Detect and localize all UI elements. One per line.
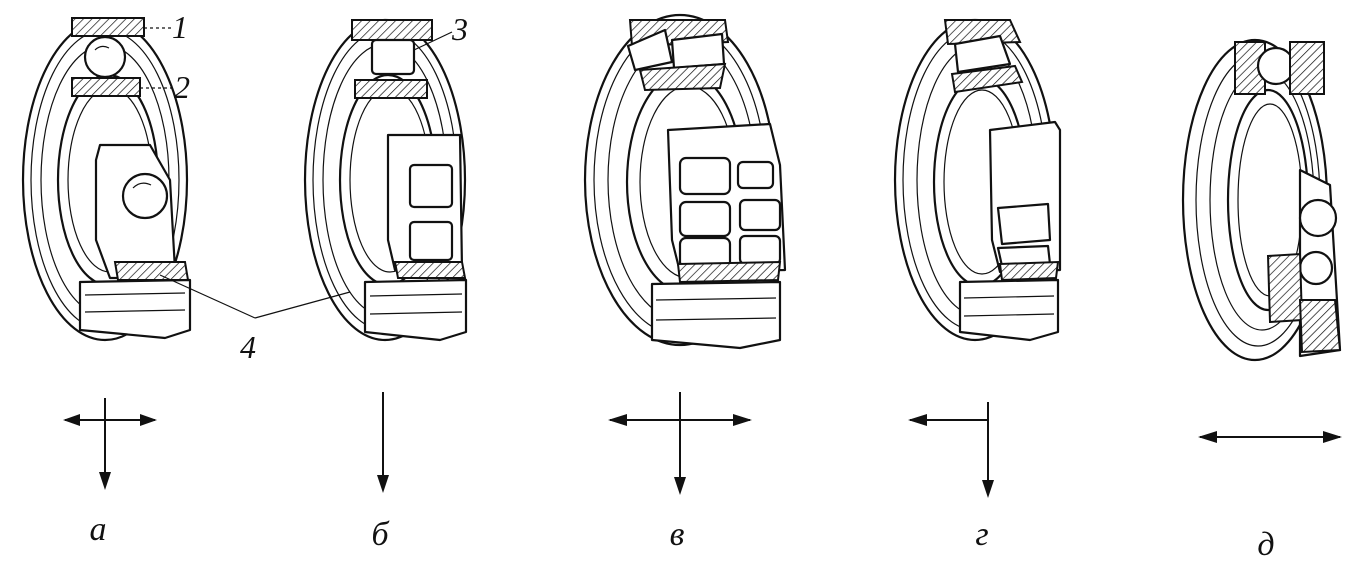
load-arrow-a xyxy=(63,398,157,490)
subfigure-labels: а б в г д xyxy=(90,511,1275,563)
label-b: б xyxy=(371,516,390,553)
load-arrow-g xyxy=(908,402,994,498)
bearing-d-thrust-ball xyxy=(1181,38,1342,362)
callout-4: 4 xyxy=(240,329,256,365)
callouts: 1 2 3 4 xyxy=(140,9,468,365)
label-v: в xyxy=(670,516,685,553)
bearing-v-spherical-roller xyxy=(583,13,787,350)
label-g: г xyxy=(975,516,988,553)
load-arrow-b xyxy=(377,392,389,493)
bearing-g-tapered-roller xyxy=(893,18,1062,342)
load-arrows xyxy=(63,392,1342,498)
label-d: д xyxy=(1257,526,1274,563)
load-arrow-v xyxy=(608,392,752,495)
callout-2: 2 xyxy=(174,69,190,105)
callout-3: 3 xyxy=(451,11,468,47)
callout-1: 1 xyxy=(172,9,188,45)
load-arrow-d xyxy=(1198,431,1342,443)
bearing-a-ball xyxy=(21,17,192,342)
label-a: а xyxy=(90,511,107,548)
bearing-b-cylindrical-roller xyxy=(303,18,468,342)
